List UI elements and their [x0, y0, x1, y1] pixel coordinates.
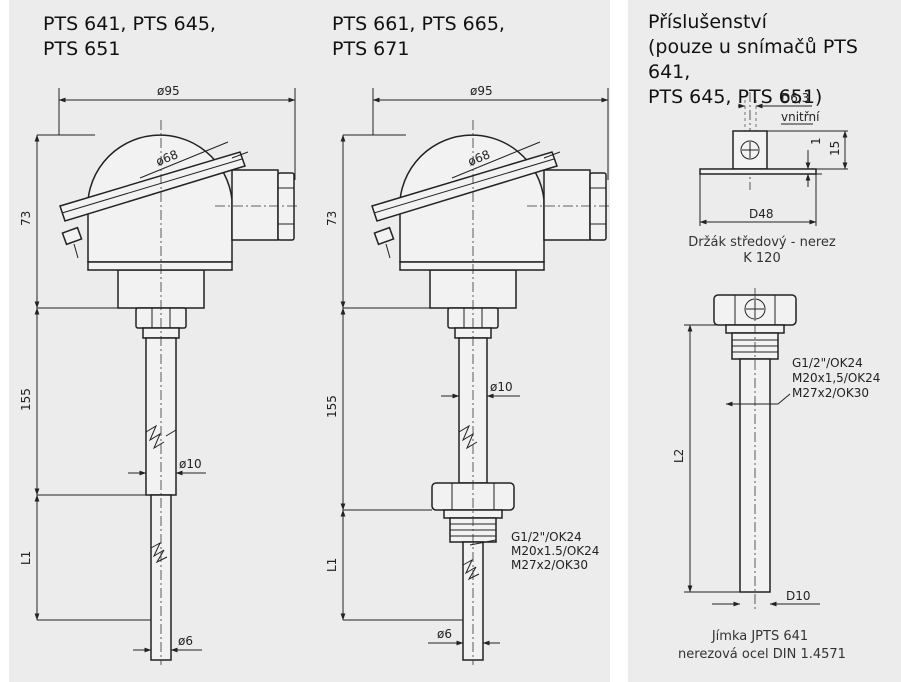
head-base [399, 261, 545, 271]
label-tube-diameter: ø10 [179, 457, 202, 471]
heading-line: (pouze u snímačů PTS 641, [648, 36, 858, 83]
label-head-diameter: ø95 [157, 84, 180, 98]
thermowell-drawing: G1/2"/OK24 M20x1,5/OK24 M27x2/OK30 L2 D1… [672, 288, 880, 662]
holder-caption: Držák středový - nerez [688, 235, 836, 250]
label-thread-option: M27x2/OK30 [511, 558, 588, 572]
break-mark [458, 424, 478, 450]
label-probe-diameter: ø6 [437, 627, 452, 641]
label-head-diameter: ø95 [470, 84, 493, 98]
holder-caption: K 120 [743, 251, 780, 266]
heading-line: PTS 651 [43, 38, 121, 60]
cable-gland [277, 172, 295, 241]
label-head-height: 73 [325, 211, 339, 226]
label-thread-option: M20x1,5/OK24 [792, 371, 880, 385]
lid-hinge [231, 151, 249, 159]
screw-shaft [73, 243, 79, 259]
head-lid [371, 151, 558, 222]
label-holder-height: 15 [828, 141, 842, 156]
label-thread-option: G1/2"/OK24 [792, 356, 863, 370]
thread-leader [469, 539, 497, 546]
head-base [87, 261, 233, 271]
label-tube-length: 155 [19, 388, 33, 411]
heading-line: PTS 645, PTS 651) [648, 86, 823, 108]
holder-plate [699, 168, 817, 175]
label-thread-option: M27x2/OK30 [792, 386, 869, 400]
head-lid [59, 151, 246, 222]
lid-line [61, 158, 243, 214]
dimension-line-cover [451, 141, 541, 179]
break-mark [150, 541, 168, 564]
cable-gland [589, 172, 607, 241]
cable-entry-body [231, 169, 279, 241]
lid-screw [61, 226, 83, 246]
main-drawings-panel [9, 0, 610, 682]
label-thread-option: M20x1.5/OK24 [511, 544, 599, 558]
dimension-line-cover [139, 141, 229, 179]
label-insert-length: L1 [325, 558, 339, 572]
heading-line: Příslušenství [648, 11, 767, 33]
label-insert-length: L1 [19, 551, 33, 565]
cable-entry-body [543, 169, 591, 241]
label-hole-note: vnitřní [781, 110, 820, 124]
break-mark [165, 429, 177, 437]
heading-line: PTS 641, PTS 645, [43, 13, 216, 35]
break-mark [462, 558, 480, 581]
thermowell-caption: Jímka JPTS 641 [711, 629, 808, 644]
lid-hinge [543, 151, 561, 159]
label-hole-diameter: D6,3 [781, 91, 809, 105]
thermowell-caption: nerezová ocel DIN 1.4571 [678, 647, 846, 662]
label-tube-length: 155 [325, 395, 339, 418]
label-base-diameter: D48 [749, 207, 774, 221]
label-plate-thickness: 1 [809, 137, 823, 145]
sensor-drawing-2: ø95 ø68 [325, 84, 612, 665]
lid-line [373, 158, 555, 214]
screw-shaft [385, 243, 391, 259]
label-head-height: 73 [19, 211, 33, 226]
heading-pts-641-645-651: PTS 641, PTS 645, PTS 651 [43, 12, 216, 62]
label-well-diameter: D10 [786, 589, 811, 603]
heading-line: PTS 671 [332, 38, 410, 60]
sensor-drawing-1: ø95 ø68 [19, 84, 300, 665]
heading-accessories: Příslušenství (pouze u snímačů PTS 641, … [648, 10, 901, 110]
heading-line: PTS 661, PTS 665, [332, 13, 505, 35]
holder-screw [740, 140, 760, 160]
break-mark [145, 424, 165, 450]
holder-drawing: D6,3 vnitřní 1 15 D48 Držák středový - n… [688, 91, 848, 266]
thread-leader [777, 393, 791, 405]
label-well-length: L2 [672, 449, 686, 463]
label-probe-diameter: ø6 [178, 634, 193, 648]
lid-screw [373, 226, 395, 246]
label-tube-diameter: ø10 [490, 380, 513, 394]
heading-pts-661-665-671: PTS 661, PTS 665, PTS 671 [332, 12, 505, 62]
label-thread-option: G1/2"/OK24 [511, 530, 582, 544]
